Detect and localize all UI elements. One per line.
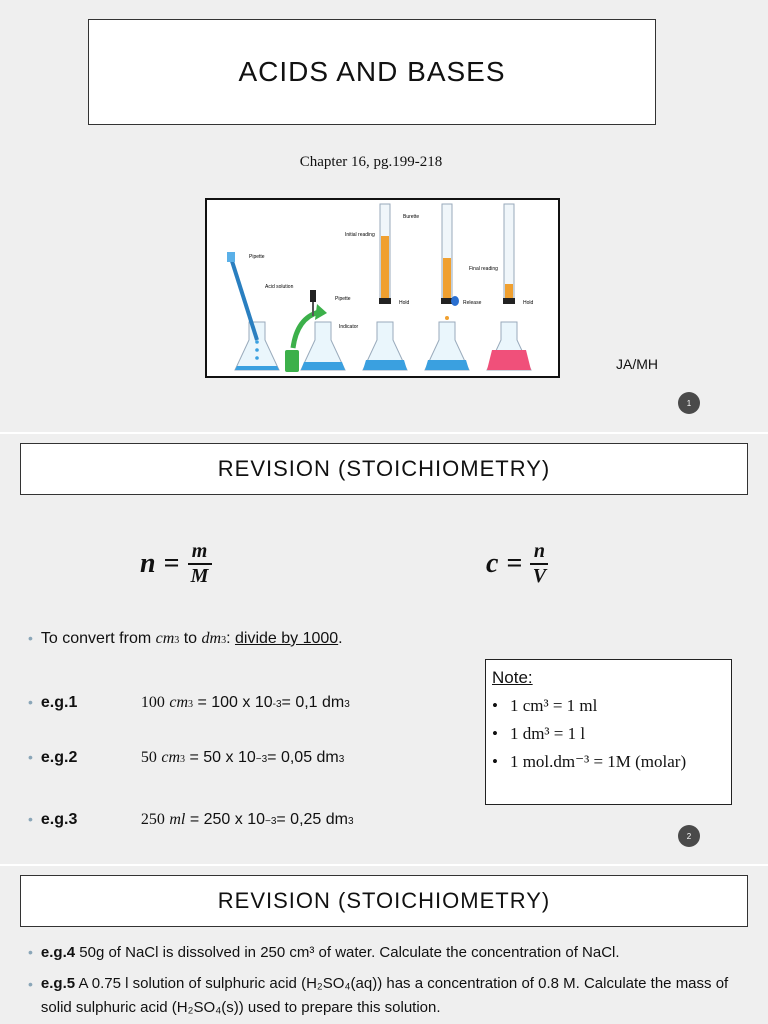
label-final-reading: Final reading [469, 266, 498, 272]
note-heading: Note: [492, 668, 533, 687]
formula-n-den: M [190, 565, 209, 587]
note-item: •1 cm³ = 1 ml [492, 696, 598, 715]
formula-n-num: m [191, 540, 208, 562]
label-hold: Hold [399, 300, 410, 306]
formula-c-lhs: c [486, 548, 499, 579]
page-number-2: 2 [678, 825, 700, 847]
example-lhs-num: 100 [140, 694, 165, 711]
example-result: = 0,1 dm [281, 694, 345, 711]
title-box: ACIDS AND BASES [88, 19, 656, 125]
note-item-text: 1 dm³ = 1 l [509, 724, 586, 743]
example-rhs: = 50 x 10 [189, 749, 256, 766]
subtitle: Chapter 16, pg.199-218 [299, 154, 443, 170]
burette-1 [362, 203, 408, 371]
example-5: • e.g.5 A 0.75 l solution of sulphuric a… [28, 975, 729, 1016]
indicator-bottle [285, 350, 299, 372]
label-pipette-2: Pipette [335, 296, 351, 302]
section-title: REVISION (STOICHIOMETRY) [217, 888, 551, 913]
slide-1: ACIDS AND BASES Chapter 16, pg.199-218 P… [0, 0, 768, 432]
formula-c-num: n [533, 540, 545, 562]
example-4-text: 50g of NaCl is dissolved in 250 cm³ of w… [79, 944, 620, 961]
author: JA/MH [616, 356, 658, 372]
convert-from: cm [155, 630, 175, 647]
formula-c-den: V [532, 565, 547, 587]
label-pipette: Pipette [249, 254, 265, 260]
titration-illustration: Pipette Acid solution Pipette Indicator [227, 203, 534, 372]
flask-1 [227, 252, 280, 371]
example-5-text: A 0.75 l solution of sulphuric acid (H₂S… [40, 975, 729, 1016]
example-label: e.g.1 [40, 694, 78, 711]
label-release: Release [463, 300, 482, 306]
page-title: ACIDS AND BASES [238, 56, 506, 87]
example-result: = 0,25 dm [276, 811, 348, 828]
formula-n-lhs: n [140, 548, 156, 579]
example-exp: −3 [255, 754, 268, 765]
note-item-text: 1 cm³ = 1 ml [509, 696, 598, 715]
example-exp: −3 [264, 816, 277, 827]
example-lhs-unit: cm [169, 694, 189, 711]
convert-to: dm [201, 630, 222, 647]
flask-2 [300, 290, 346, 371]
note-box: Note: •1 cm³ = 1 ml •1 dm³ = 1 l •1 mol.… [485, 659, 732, 805]
example-result: = 0,05 dm [267, 749, 339, 766]
titration-figure: Pipette Acid solution Pipette Indicator [205, 198, 560, 378]
title-box-2: REVISION (STOICHIOMETRY) [20, 443, 748, 495]
example-4: • e.g.4 50g of NaCl is dissolved in 250 … [28, 944, 620, 961]
convert-prefix: To convert from [40, 630, 152, 647]
note-item: •1 mol.dm⁻³ = 1M (molar) [492, 752, 687, 771]
example-rhs: = 250 x 10 [189, 811, 265, 828]
page-number-1: 1 [678, 392, 700, 414]
example-label: e.g.3 [40, 811, 78, 828]
example-rhs: = 100 x 10 [197, 694, 273, 711]
example-lhs-unit: ml [169, 811, 186, 828]
label-indicator: Indicator [339, 324, 359, 330]
green-arrow [290, 309, 320, 349]
label-hold-2: Hold [523, 300, 534, 306]
burette-3 [486, 203, 532, 371]
example-lhs-unit: cm [161, 749, 181, 766]
convert-to-word: to [183, 630, 198, 647]
slide-3: REVISION (STOICHIOMETRY) • e.g.4 50g of … [0, 866, 768, 1024]
example-exp: -3 [272, 699, 282, 710]
example-5-label: e.g.5 [40, 975, 76, 992]
formula-n: n = m M [140, 540, 212, 588]
burette-2 [424, 203, 470, 371]
note-item: •1 dm³ = 1 l [492, 724, 586, 743]
label-initial-reading: Initial reading [345, 232, 375, 238]
title-box-3: REVISION (STOICHIOMETRY) [20, 875, 748, 927]
label-acid-solution: Acid solution [265, 284, 294, 290]
example-lhs-num: 250 [140, 811, 165, 828]
section-title: REVISION (STOICHIOMETRY) [217, 456, 551, 481]
slide-2: REVISION (STOICHIOMETRY) n = m M c = n V… [0, 434, 768, 864]
note-item-text: 1 mol.dm⁻³ = 1M (molar) [509, 752, 687, 771]
label-burette: Burette [403, 214, 419, 220]
formula-c: c = n V [486, 540, 549, 588]
example-label: e.g.2 [40, 749, 78, 766]
example-4-label: e.g.4 [40, 944, 76, 961]
convert-instruction: divide by 1000 [234, 630, 339, 647]
example-lhs-num: 50 [140, 749, 157, 766]
